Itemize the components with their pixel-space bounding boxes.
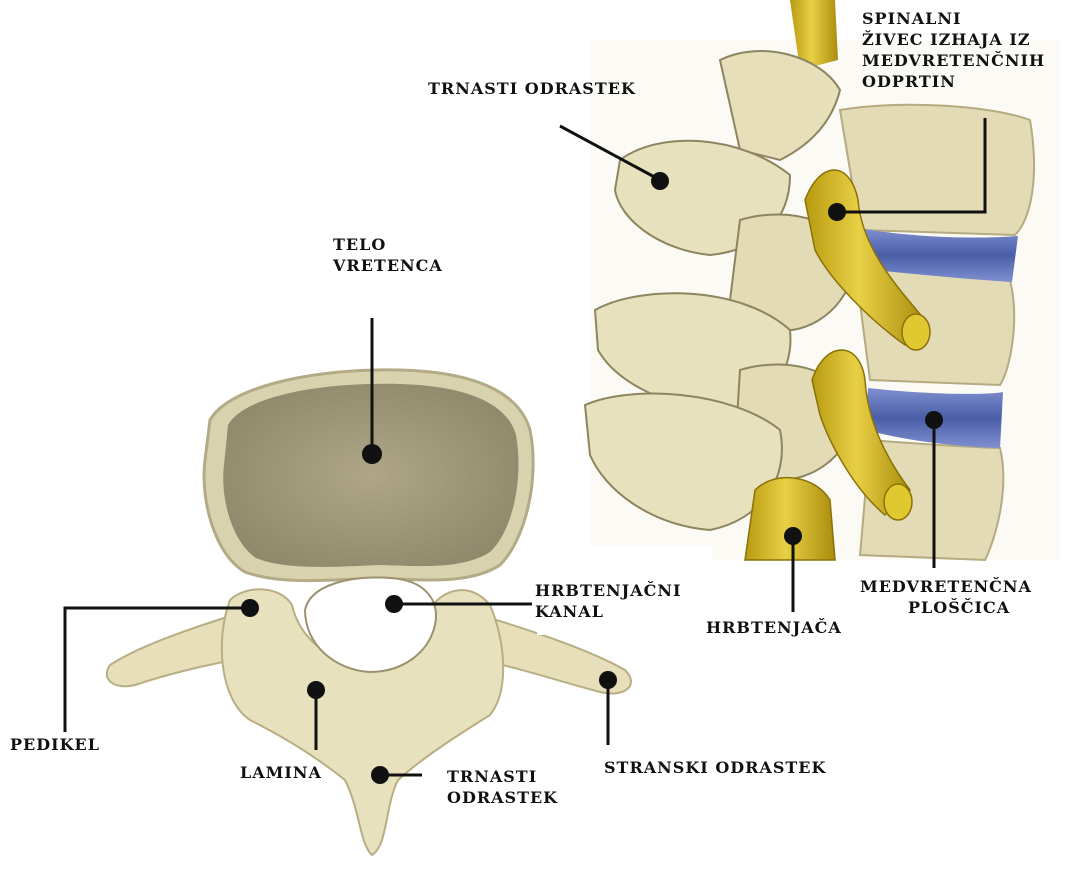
label-lamina: LAMINA bbox=[240, 762, 322, 783]
label-vertebral-body-line: VRETENCA bbox=[333, 255, 443, 276]
spinal-cord-bottom bbox=[745, 478, 835, 560]
dot-spinous-process-side bbox=[651, 172, 669, 190]
label-disc-line: PLOŠČICA bbox=[860, 597, 1032, 618]
label-pedicle-text: PEDIKEL bbox=[10, 734, 100, 755]
label-spinal-nerve-line: SPINALNI bbox=[862, 8, 1045, 29]
label-spinal-cord: HRBTENJAČA bbox=[706, 617, 842, 638]
label-spinous-process-top-line: ODRASTEK bbox=[447, 787, 558, 808]
dot-lamina bbox=[307, 681, 325, 699]
label-spinous-process-top-line: TRNASTI bbox=[447, 766, 558, 787]
label-spinous-process-side: TRNASTI ODRASTEK bbox=[428, 78, 636, 99]
label-spinal-nerve-line: ODPRTIN bbox=[862, 71, 1045, 92]
label-spinal-cord-text: HRBTENJAČA bbox=[706, 617, 842, 638]
label-lamina-text: LAMINA bbox=[240, 762, 322, 783]
dot-transverse-process bbox=[599, 671, 617, 689]
label-spinal-canal: HRBTENJAČNI KANAL bbox=[535, 580, 682, 622]
label-transverse-process-text: STRANSKI ODRASTEK bbox=[604, 757, 826, 778]
label-spinal-nerve-line: MEDVRETENČNIH bbox=[862, 50, 1045, 71]
label-intervertebral-disc: MEDVRETENČNA PLOŠČICA bbox=[860, 576, 1032, 618]
spinal-nerve-upper-end bbox=[902, 314, 930, 350]
label-spinal-canal-line: KANAL bbox=[535, 601, 682, 622]
dot-spinous-process-top bbox=[371, 766, 389, 784]
label-spinous-process-top: TRNASTI ODRASTEK bbox=[447, 766, 558, 808]
label-spinous-process-side-text: TRNASTI ODRASTEK bbox=[428, 78, 636, 99]
dot-vertebral-body bbox=[362, 444, 382, 464]
dot-spinal-canal bbox=[385, 595, 403, 613]
spinal-nerve-lower-end bbox=[884, 484, 912, 520]
dot-spinal-cord bbox=[784, 527, 802, 545]
label-transverse-process: STRANSKI ODRASTEK bbox=[604, 757, 826, 778]
label-pedicle: PEDIKEL bbox=[10, 734, 100, 755]
label-spinal-nerve: SPINALNI ŽIVEC IZHAJA IZ MEDVRETENČNIH O… bbox=[862, 8, 1045, 92]
dot-disc bbox=[925, 411, 943, 429]
label-vertebral-body-line: TELO bbox=[333, 234, 443, 255]
vertebral-body-upper bbox=[840, 105, 1034, 235]
label-spinal-canal-line: HRBTENJAČNI bbox=[535, 580, 682, 601]
label-vertebral-body: TELO VRETENCA bbox=[333, 234, 443, 276]
label-disc-line: MEDVRETENČNA bbox=[860, 576, 1032, 597]
dot-spinal-nerve bbox=[828, 203, 846, 221]
label-spinal-nerve-line: ŽIVEC IZHAJA IZ bbox=[862, 29, 1045, 50]
dot-pedicle bbox=[241, 599, 259, 617]
